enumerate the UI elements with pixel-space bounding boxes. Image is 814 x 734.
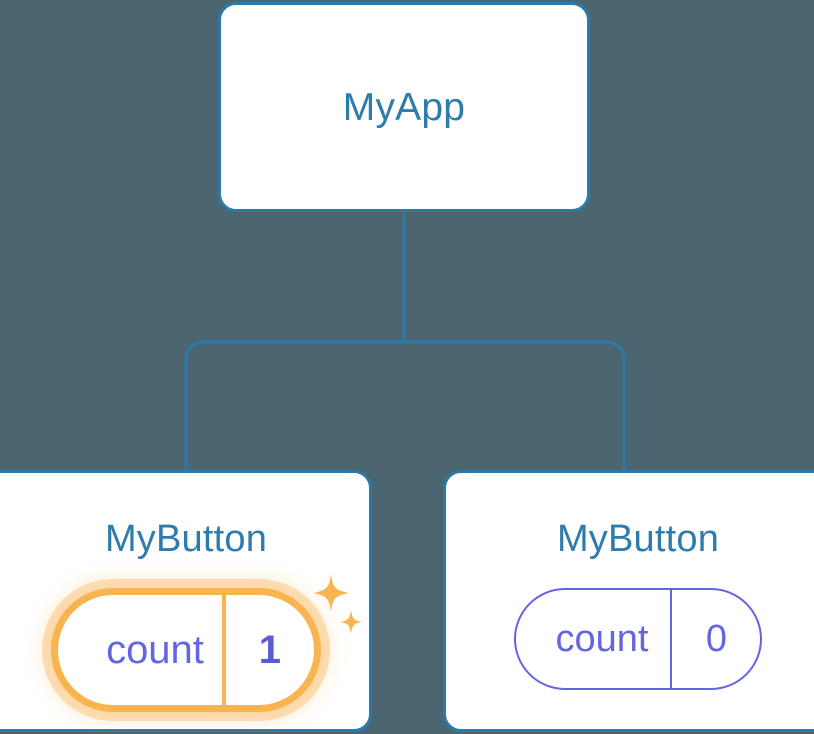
state-pill-right[interactable]: count 0 bbox=[513, 588, 763, 690]
state-pill-right-wrap: count 0 bbox=[513, 588, 763, 690]
node-mybutton-right-title: MyButton bbox=[556, 518, 720, 560]
state-pill-right-divider bbox=[670, 590, 673, 688]
state-pill-left-value: 1 bbox=[258, 627, 282, 672]
state-pill-right-key: count bbox=[555, 617, 649, 660]
node-mybutton-right[interactable]: MyButton count 0 bbox=[443, 470, 814, 732]
node-mybutton-left-title: MyButton bbox=[104, 518, 268, 560]
node-myapp-title: MyApp bbox=[342, 85, 466, 129]
connector-split-bar bbox=[184, 340, 626, 472]
node-myapp[interactable]: MyApp bbox=[218, 2, 590, 212]
sparkle-large-icon bbox=[312, 574, 349, 612]
sparkle-small-icon bbox=[339, 610, 362, 634]
state-pill-left-wrap: count 1 bbox=[51, 574, 362, 712]
state-pill-left[interactable]: count 1 bbox=[51, 588, 321, 712]
node-mybutton-left[interactable]: MyButton count 1 bbox=[0, 470, 372, 732]
state-pill-left-key: count bbox=[106, 627, 204, 672]
state-pill-left-divider bbox=[221, 595, 226, 705]
state-pill-right-value: 0 bbox=[705, 617, 728, 660]
